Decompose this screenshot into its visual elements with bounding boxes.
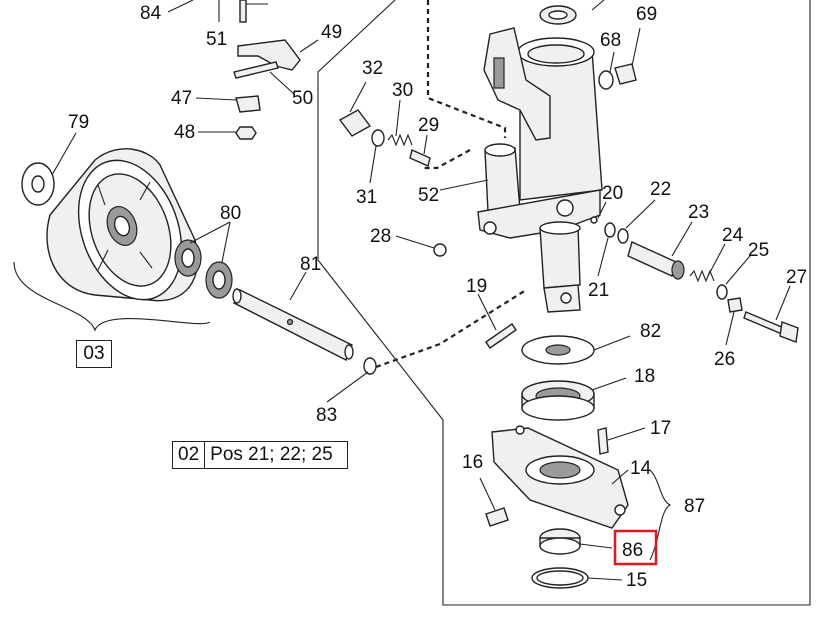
label-68: 68 <box>600 30 621 51</box>
lower-assembly <box>477 293 672 589</box>
label-17: 17 <box>650 418 671 439</box>
part-labels: 84 51 49 50 47 48 79 80 81 83 32 30 29 3… <box>68 3 807 591</box>
label-47: 47 <box>171 88 192 109</box>
label-87: 87 <box>684 496 705 517</box>
label-32: 32 <box>362 58 383 79</box>
label-79: 79 <box>68 112 89 133</box>
label-26: 26 <box>714 349 735 370</box>
section-frame <box>317 0 811 606</box>
label-27: 27 <box>786 267 807 288</box>
highlight-box <box>613 529 658 566</box>
label-69: 69 <box>636 4 657 25</box>
label-16: 16 <box>462 452 483 473</box>
label-23: 23 <box>688 202 709 223</box>
group-03-label: 03 <box>83 343 105 364</box>
wheel-assembly <box>13 132 377 403</box>
label-29: 29 <box>418 115 439 136</box>
label-21: 21 <box>588 280 609 301</box>
group-02-number: 02 <box>178 444 200 465</box>
label-24: 24 <box>722 225 744 246</box>
label-84: 84 <box>140 3 162 24</box>
label-83: 83 <box>316 405 337 426</box>
label-82: 82 <box>640 321 661 342</box>
label-49: 49 <box>321 22 342 43</box>
label-22: 22 <box>650 179 671 200</box>
label-86: 86 <box>622 540 643 561</box>
group-box-03: 03 <box>76 340 112 368</box>
label-18: 18 <box>634 366 655 387</box>
label-81: 81 <box>300 254 321 275</box>
label-50: 50 <box>292 88 313 109</box>
label-28: 28 <box>370 226 391 247</box>
label-19: 19 <box>466 276 487 297</box>
label-48: 48 <box>174 122 195 143</box>
label-25: 25 <box>748 240 769 261</box>
valve-parts-right <box>590 199 799 346</box>
valve-parts-left <box>338 81 489 257</box>
label-31: 31 <box>356 187 377 208</box>
label-52: 52 <box>418 185 439 206</box>
pump-body <box>375 0 641 369</box>
label-15: 15 <box>626 570 647 591</box>
label-14: 14 <box>630 458 652 479</box>
label-51: 51 <box>206 29 227 50</box>
label-30: 30 <box>392 80 413 101</box>
group-02-text: Pos 21; 22; 25 <box>204 442 338 468</box>
small-hardware <box>167 0 319 140</box>
label-20: 20 <box>602 183 623 204</box>
label-80: 80 <box>220 203 241 224</box>
